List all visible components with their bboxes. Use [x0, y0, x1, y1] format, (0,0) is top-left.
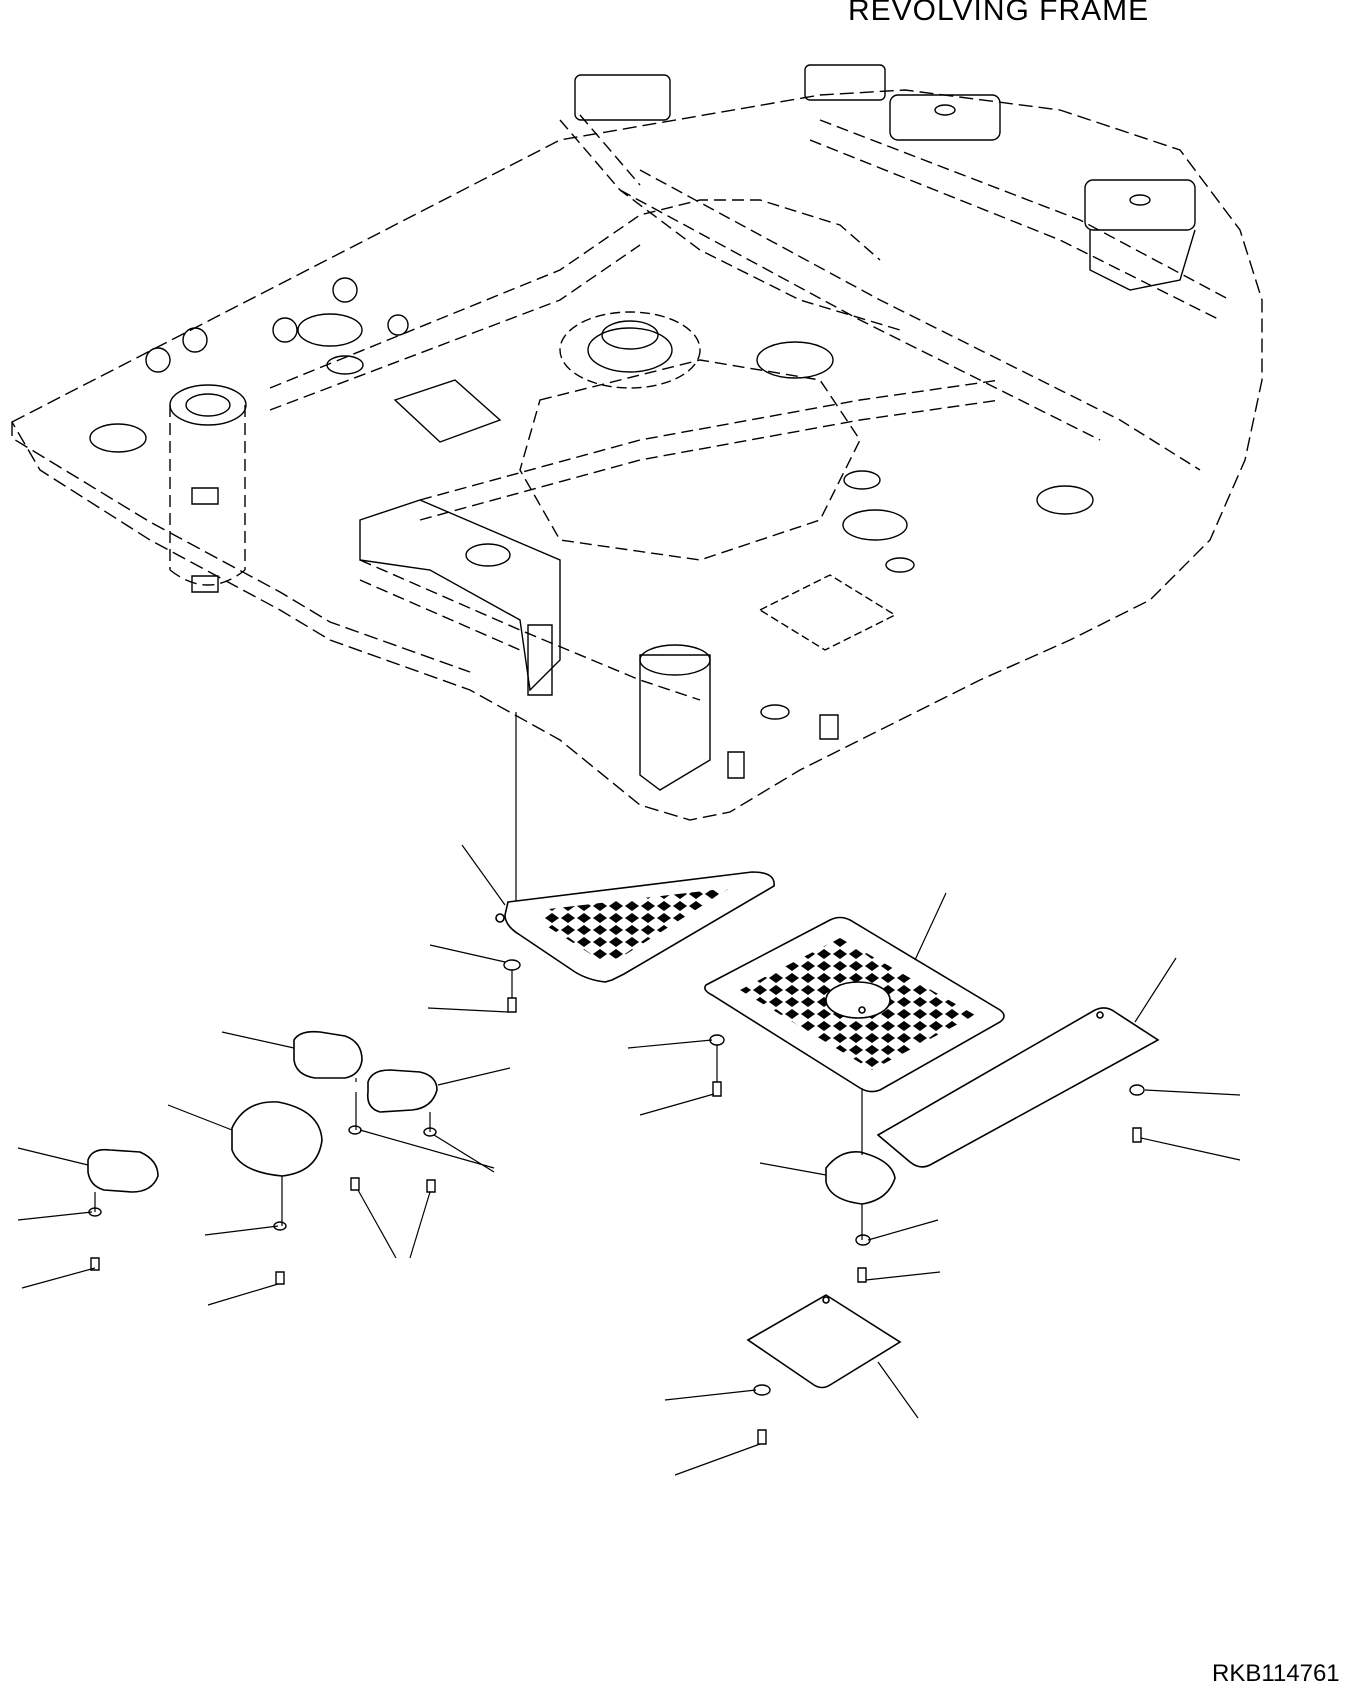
rear-mount-leg	[1090, 230, 1195, 290]
center-slot	[395, 380, 500, 442]
washer-9	[754, 1385, 770, 1395]
frame-center-box	[520, 360, 860, 560]
bottom-plate-hole	[823, 1297, 829, 1303]
washer-7	[1130, 1085, 1144, 1095]
bolt-9	[758, 1430, 766, 1444]
washer-1	[504, 960, 520, 970]
swing-circle-inner	[588, 328, 672, 372]
boss-ring-5	[466, 544, 510, 566]
bolt-8	[858, 1268, 866, 1282]
cover-parts	[88, 712, 1158, 1388]
round-cover-c	[232, 1102, 322, 1176]
drawing-code: RKB114761	[1212, 1660, 1340, 1687]
access-hatch	[760, 575, 895, 650]
swing-circle-hub	[602, 321, 658, 349]
stud-5	[388, 315, 408, 335]
boss-ring-1	[757, 342, 833, 378]
stud-2	[273, 318, 297, 342]
deck-hole-1	[90, 424, 146, 452]
leader-lines	[18, 845, 1240, 1475]
revolving-frame	[12, 65, 1262, 820]
mesh-cover-top-grid	[540, 888, 730, 960]
frame-rear-rail	[810, 120, 1230, 320]
bolt-2	[713, 1082, 721, 1096]
rear-mount-block-1	[890, 95, 1000, 140]
stud-4	[146, 348, 170, 372]
bolt-7	[1133, 1128, 1141, 1142]
stud-3	[183, 328, 207, 352]
lower-pillar	[640, 655, 710, 790]
deck-hole-5	[886, 558, 914, 572]
frame-deck-outline	[12, 90, 1262, 820]
deck-hole-2	[298, 314, 362, 346]
mesh-cover-center-hole	[826, 982, 890, 1018]
washer-8	[856, 1235, 870, 1245]
frame-side-rail	[360, 560, 700, 700]
bolt-5	[276, 1272, 284, 1284]
left-support-arm	[360, 500, 560, 690]
stud-1	[333, 278, 357, 302]
boss-ring-2	[843, 510, 907, 540]
boom-column	[170, 405, 245, 585]
mesh-cover-top-slot	[496, 914, 504, 922]
boss-ring-4	[1037, 486, 1093, 514]
strip-plate-hole	[1097, 1012, 1103, 1018]
bottom-plate	[748, 1295, 900, 1388]
deck-hole-4	[761, 705, 789, 719]
frame-cross-beam-1	[420, 380, 1000, 520]
round-cover-a	[294, 1032, 362, 1078]
front-mount-block-2	[805, 65, 885, 100]
front-mount-block	[575, 75, 670, 120]
round-cover-e	[826, 1152, 895, 1204]
boom-column-bore	[186, 394, 230, 416]
left-support-plate	[528, 625, 552, 695]
boom-column-lug-1	[192, 488, 218, 504]
swing-circle-outer	[560, 312, 700, 388]
round-cover-b	[368, 1070, 437, 1112]
lower-pillar-top	[640, 645, 710, 675]
washer-3	[349, 1126, 361, 1134]
boom-column-lug-2	[192, 576, 218, 592]
rear-mount-block-2	[1085, 180, 1195, 230]
frame-main-beam-left	[270, 200, 880, 410]
deck-hole-3	[327, 356, 363, 374]
bolt-1	[508, 998, 516, 1012]
round-cover-d	[88, 1150, 158, 1192]
bolt-6	[91, 1258, 99, 1270]
rear-mount-bore-2	[1130, 195, 1150, 205]
washer-2	[710, 1035, 724, 1045]
small-bracket-2	[728, 752, 744, 778]
frame-cross-beam-2	[560, 115, 900, 330]
fasteners	[89, 960, 1144, 1444]
frame-deck-edge	[12, 422, 470, 672]
boss-ring-3	[844, 471, 880, 489]
bolt-4	[427, 1180, 435, 1192]
bolt-3	[351, 1178, 359, 1190]
diagram-title: REVOLVING FRAME	[848, 0, 1150, 27]
frame-main-beam-right	[620, 170, 1200, 470]
mesh-cover-center-bolt	[859, 1007, 865, 1013]
boom-column-top	[170, 385, 246, 425]
rear-mount-bore-1	[935, 105, 955, 115]
small-bracket-1	[820, 715, 838, 739]
strip-plate	[878, 1008, 1158, 1167]
